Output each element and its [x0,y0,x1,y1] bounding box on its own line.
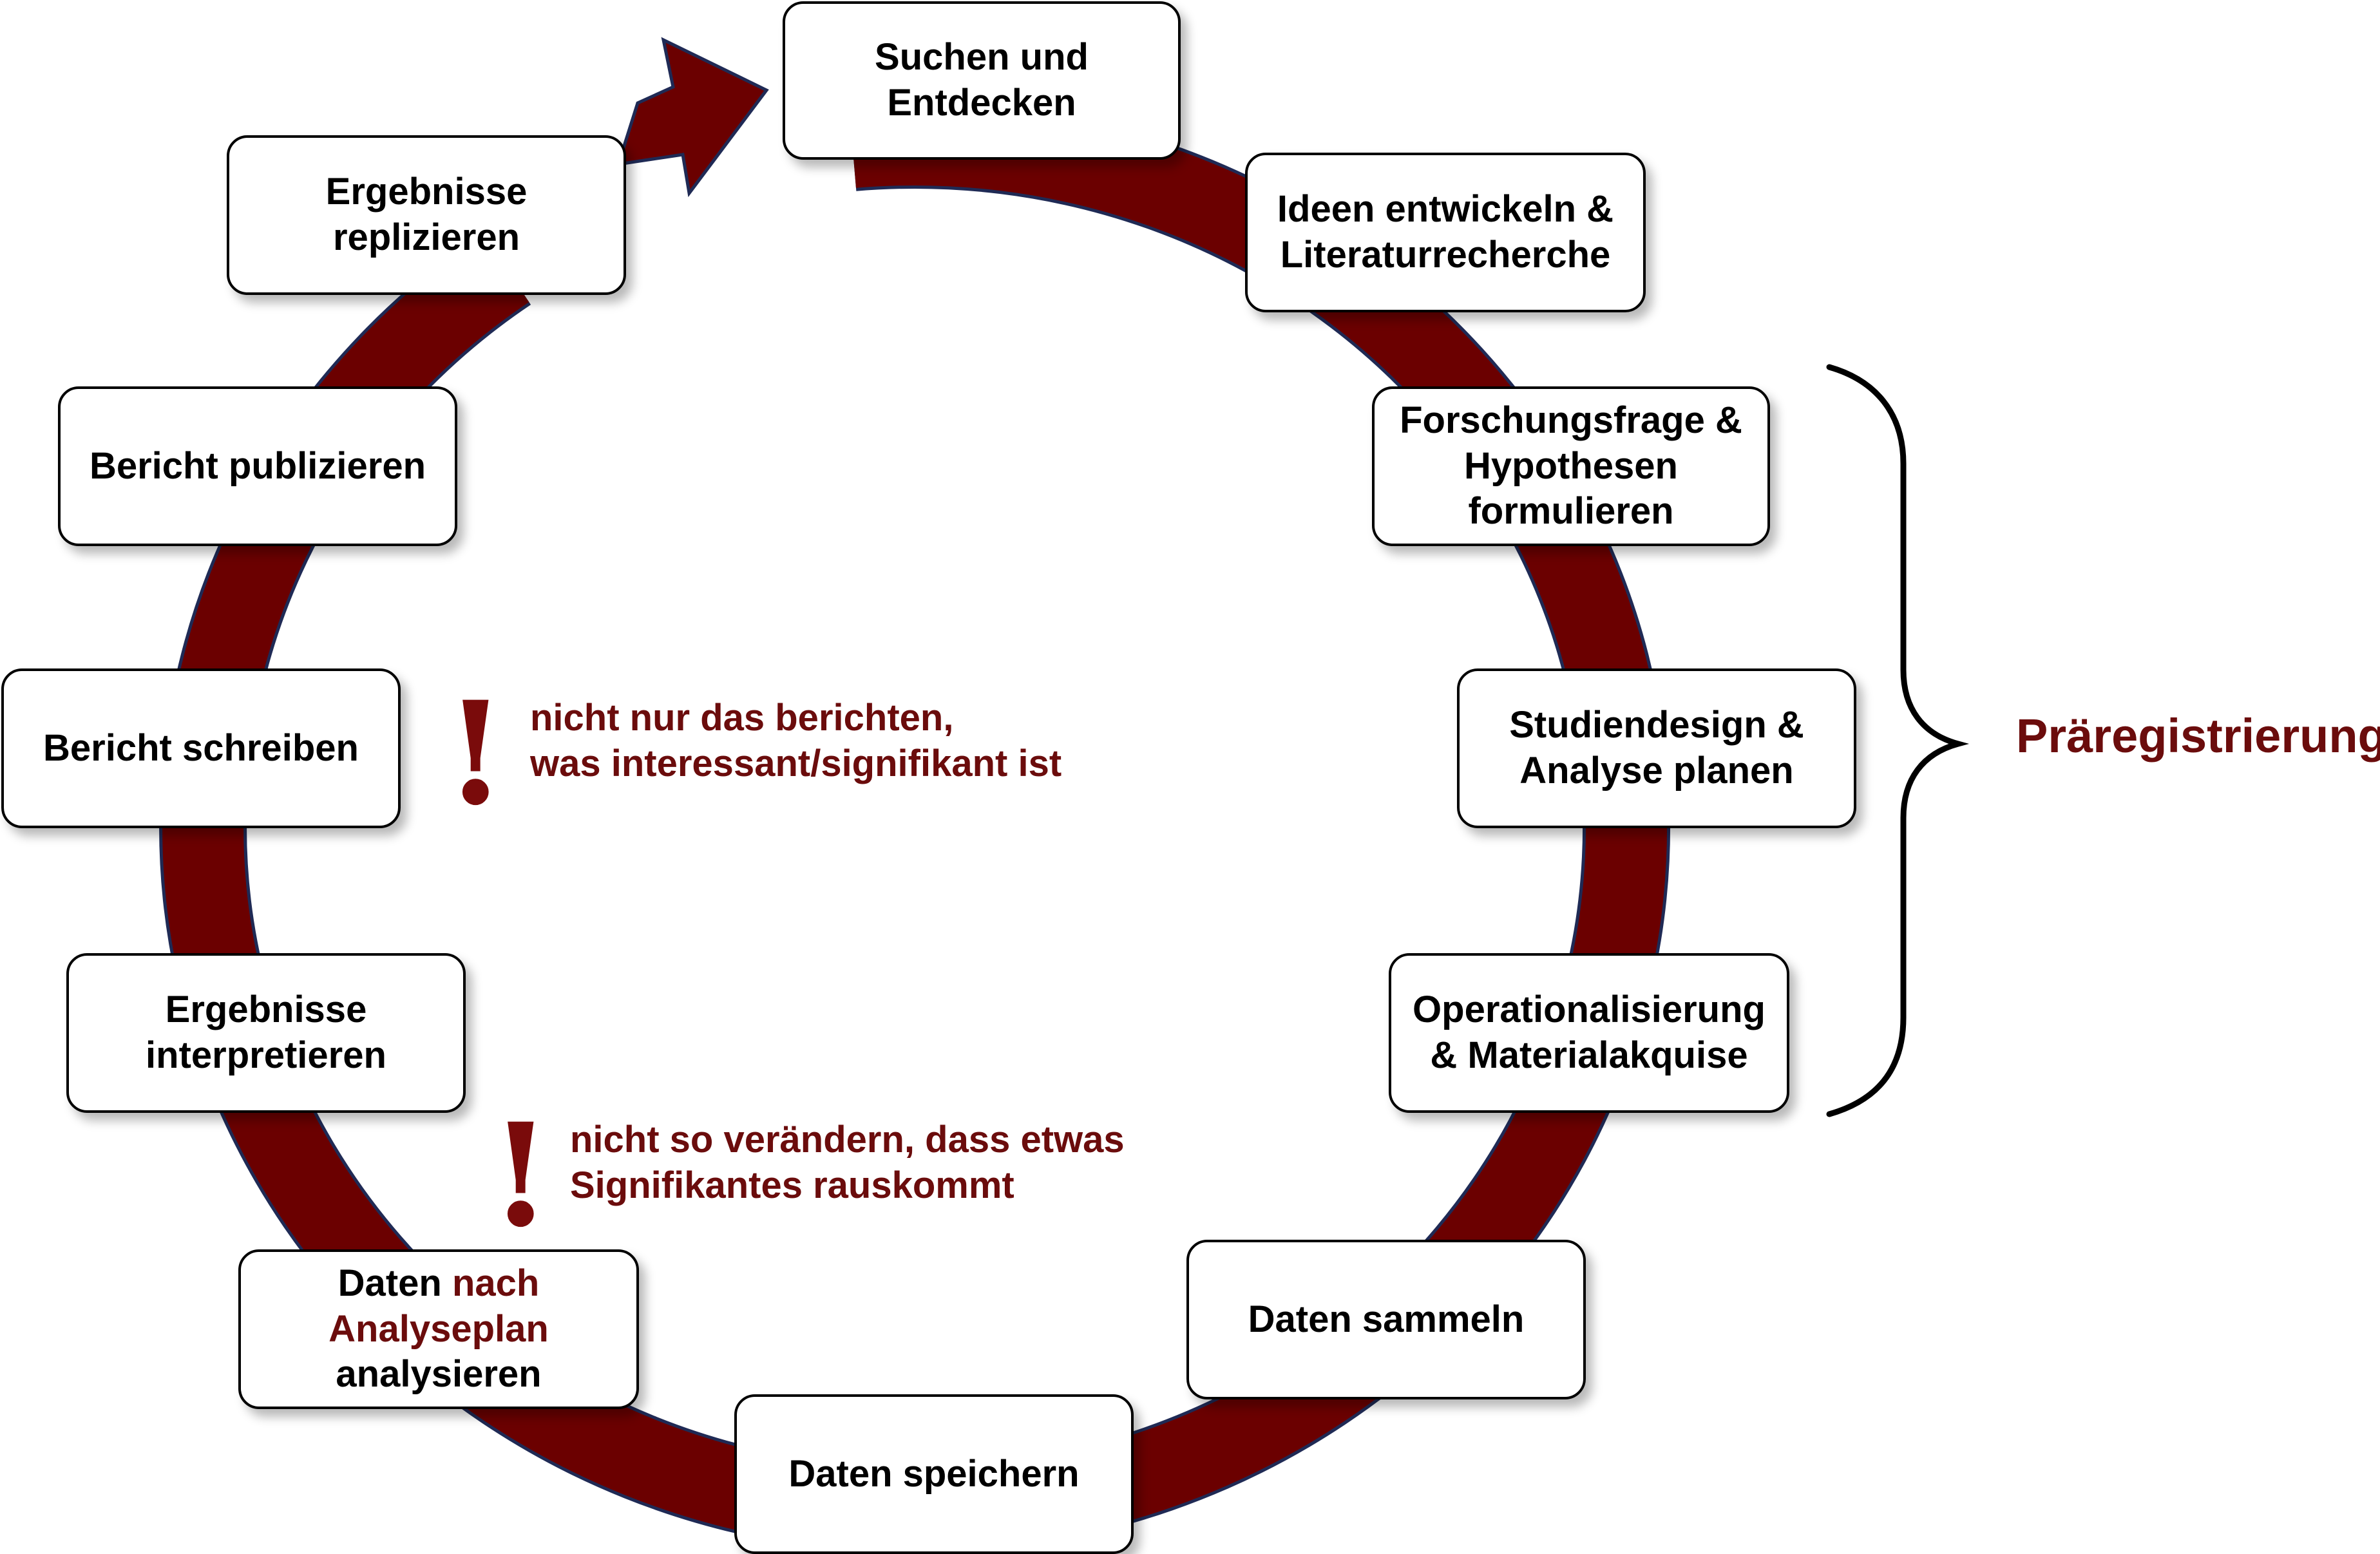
step-forschungsfrage: Forschungsfrage & Hypothesen formulieren [1372,386,1770,546]
preregistration-label: Präregistrierung [2016,709,2380,763]
step-operationalisierung: Operationalisierung & Materialakquise [1389,953,1789,1113]
warning-exclamation-icon-1: ! [444,670,507,837]
step-daten-speichern: Daten speichern [734,1394,1134,1554]
step-ergebnisse-interpretieren: Ergebnisse interpretieren [66,953,466,1113]
step-bericht-schreiben: Bericht schreiben [1,668,401,828]
warning-exclamation-icon-2: ! [490,1092,552,1258]
analyse-accent-plan: Analyseplan [328,1307,549,1350]
step-suchen-entdecken: Suchen und Entdecken [783,1,1181,160]
step-ideen-entwickeln: Ideen entwickeln & Literaturrecherche [1245,153,1646,312]
step-daten-analysieren: Daten nach Analyseplan analysieren [238,1249,639,1409]
step-daten-sammeln: Daten sammeln [1186,1240,1586,1399]
analyse-accent-nach: nach [452,1262,540,1304]
step-bericht-publizieren: Bericht publizieren [58,386,457,546]
warning-text-analysis: nicht so verändern, dass etwas Signifika… [570,1119,1125,1206]
step-ergebnisse-replizieren: Ergebnisse replizieren [227,135,626,295]
cycle-arrowhead [616,37,769,198]
preregistration-brace [1826,364,1970,1117]
analyse-prefix: Daten [338,1262,442,1304]
warning-text-reporting: nicht nur das berichten, was interessant… [530,697,1062,784]
step-studiendesign: Studiendesign & Analyse planen [1457,668,1856,828]
